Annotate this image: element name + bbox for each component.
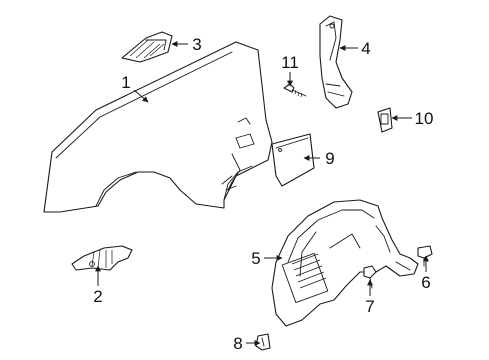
- fender-liner-part: [271, 199, 419, 327]
- small-clip-part: [255, 333, 271, 351]
- fender-part: [43, 41, 273, 213]
- callout-10: 10: [415, 109, 434, 128]
- panel-part: [271, 133, 315, 187]
- bracket-part: [71, 245, 133, 271]
- vertical-bracket-part: [319, 15, 353, 109]
- clip-part: [377, 107, 393, 133]
- callout-4: 4: [361, 39, 370, 58]
- callout-1: 1: [121, 73, 130, 92]
- callout-8: 8: [233, 334, 242, 353]
- callout-2: 2: [93, 287, 102, 306]
- screw-part: [283, 83, 307, 98]
- callout-11: 11: [281, 53, 299, 72]
- callout-labels: 1 2 3 4 5 6 7 8 9 10 11: [93, 35, 433, 353]
- callout-6: 6: [421, 273, 430, 292]
- trim-piece-part: [121, 31, 173, 63]
- push-clip-part: [417, 245, 433, 267]
- callout-7: 7: [365, 297, 374, 316]
- callout-3: 3: [192, 35, 201, 54]
- leader-lines: [95, 41, 429, 346]
- callout-9: 9: [325, 149, 334, 168]
- callout-5: 5: [251, 249, 260, 268]
- leader-1: [133, 89, 149, 103]
